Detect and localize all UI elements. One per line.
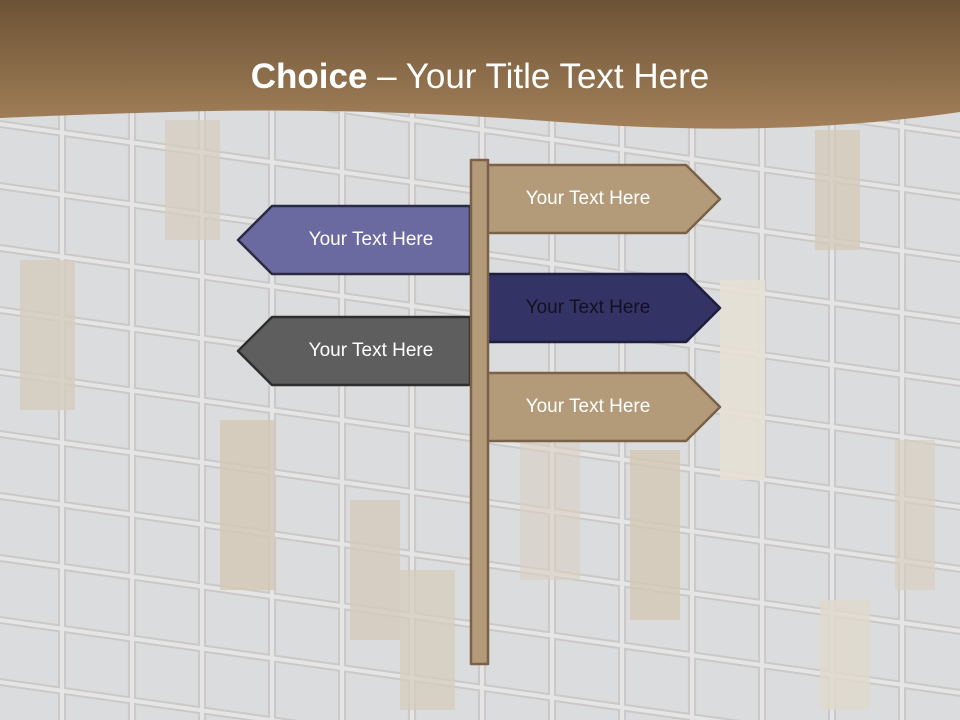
- sign-label-1[interactable]: Your Text Here: [525, 188, 651, 209]
- title-rest: – Your Title Text Here: [367, 57, 710, 96]
- sign-label-3[interactable]: Your Text Here: [525, 297, 651, 318]
- title-band: [0, 0, 960, 129]
- slide-title: Choice – Your Title Text Here: [0, 52, 960, 102]
- sign-label-4[interactable]: Your Text Here: [308, 340, 434, 361]
- title-bold: Choice: [250, 57, 368, 96]
- sign-label-2[interactable]: Your Text Here: [308, 229, 434, 250]
- sign-label-5[interactable]: Your Text Here: [525, 396, 651, 417]
- signpost-pole: [469, 158, 490, 666]
